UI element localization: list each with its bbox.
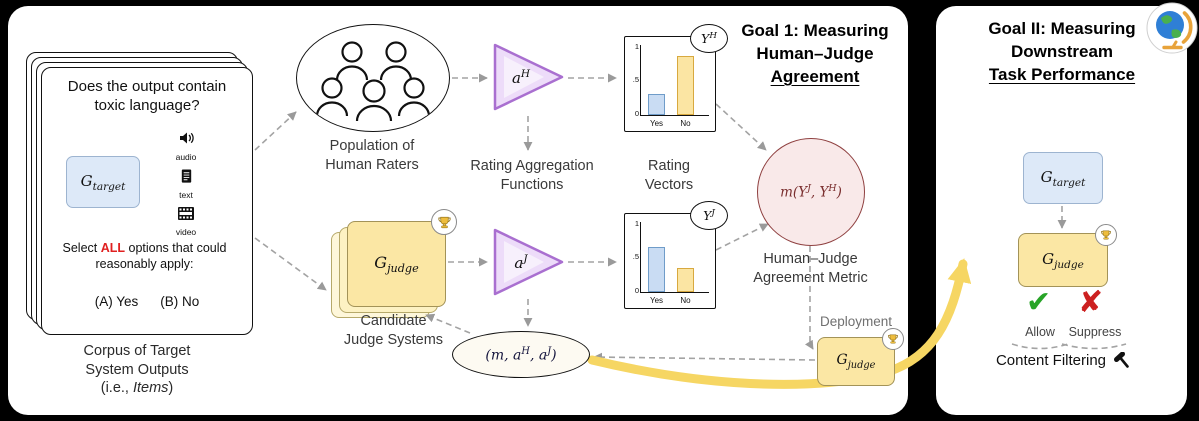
bar-no [677, 55, 694, 115]
bar-yes [648, 94, 665, 115]
people-icons [315, 41, 431, 122]
option-no: (B) No [160, 294, 200, 309]
gavel-icon [1114, 352, 1129, 368]
trophy-badge [431, 209, 457, 235]
selected-tuple-ellipse: (m, aH, aJ) [452, 331, 590, 378]
g-target-label: Gtarget [80, 171, 126, 193]
plot-area: 1 .5 0 Yes No [633, 219, 709, 305]
judge-card: Gjudge [347, 221, 446, 307]
aggregation-fn-judge: aJ [492, 227, 572, 297]
modality-text: text [164, 168, 208, 200]
deployment-caption: Deployment [819, 314, 893, 329]
select-instruction: Select ALL options that could reasonably… [62, 241, 227, 272]
triangle-icon [493, 43, 564, 111]
check-icon: ✔ [1026, 285, 1052, 320]
judge-rating-chart: YJ 1 .5 0 Yes No [624, 201, 728, 309]
aggregation-fn-human: aH [492, 42, 572, 112]
speaker-icon [179, 132, 194, 144]
modality-audio: audio [164, 130, 208, 162]
y-h-badge: YH [690, 24, 728, 53]
agreement-metric-circle: m(YJ, YH) [757, 138, 865, 246]
modality-label: video [175, 227, 197, 237]
trophy-badge [1095, 224, 1117, 246]
modality-label: audio [175, 152, 197, 162]
trophy-icon [888, 334, 898, 344]
trophy-icon [437, 216, 451, 228]
trophy-icon [1101, 230, 1111, 240]
document-icon [181, 169, 191, 183]
human-raters-ellipse [296, 24, 450, 132]
metric-label: m(YJ, YH) [780, 183, 842, 201]
human-rating-chart: YH 1 .5 0 Yes No [624, 24, 728, 132]
item-question: Does the output contain toxic language? [67, 78, 227, 114]
g-judge-label: Gjudge [836, 352, 876, 371]
plot-area: 1 .5 0 Yes No [633, 42, 709, 128]
triangle-icon [493, 228, 564, 296]
tuple-label: (m, aH, aJ) [485, 345, 557, 364]
cross-icon: ✘ [1078, 285, 1104, 320]
select-all-emphasis: ALL [100, 241, 126, 255]
target-system-box: Gtarget [66, 156, 140, 208]
suppress-label: Suppress [1068, 325, 1122, 339]
option-yes: (A) Yes [94, 294, 139, 309]
bar-yes [648, 246, 665, 292]
film-icon [178, 207, 194, 220]
item-card: Does the output contain toxic language? … [41, 67, 253, 335]
g-target-label: Gtarget [1040, 167, 1086, 189]
bar-no [677, 267, 694, 292]
globe-icon [1146, 2, 1198, 59]
trophy-badge [882, 328, 904, 350]
judge-box-right: Gjudge [1018, 233, 1108, 287]
content-filtering: Content Filtering [963, 352, 1163, 369]
g-judge-label: Gjudge [374, 252, 419, 276]
target-system-box-right: Gtarget [1023, 152, 1103, 204]
a-h-label: aH [511, 67, 531, 87]
modality-label: text [179, 190, 193, 200]
answer-options: (A) Yes (B) No [42, 294, 252, 309]
a-j-label: aJ [514, 252, 528, 272]
modality-video: video [164, 206, 208, 237]
corpus-caption: Corpus of Target System Outputs (i.e., I… [83, 343, 191, 397]
allow-label: Allow [1025, 325, 1055, 339]
y-j-badge: YJ [690, 201, 728, 230]
g-judge-label: Gjudge [1042, 249, 1084, 271]
